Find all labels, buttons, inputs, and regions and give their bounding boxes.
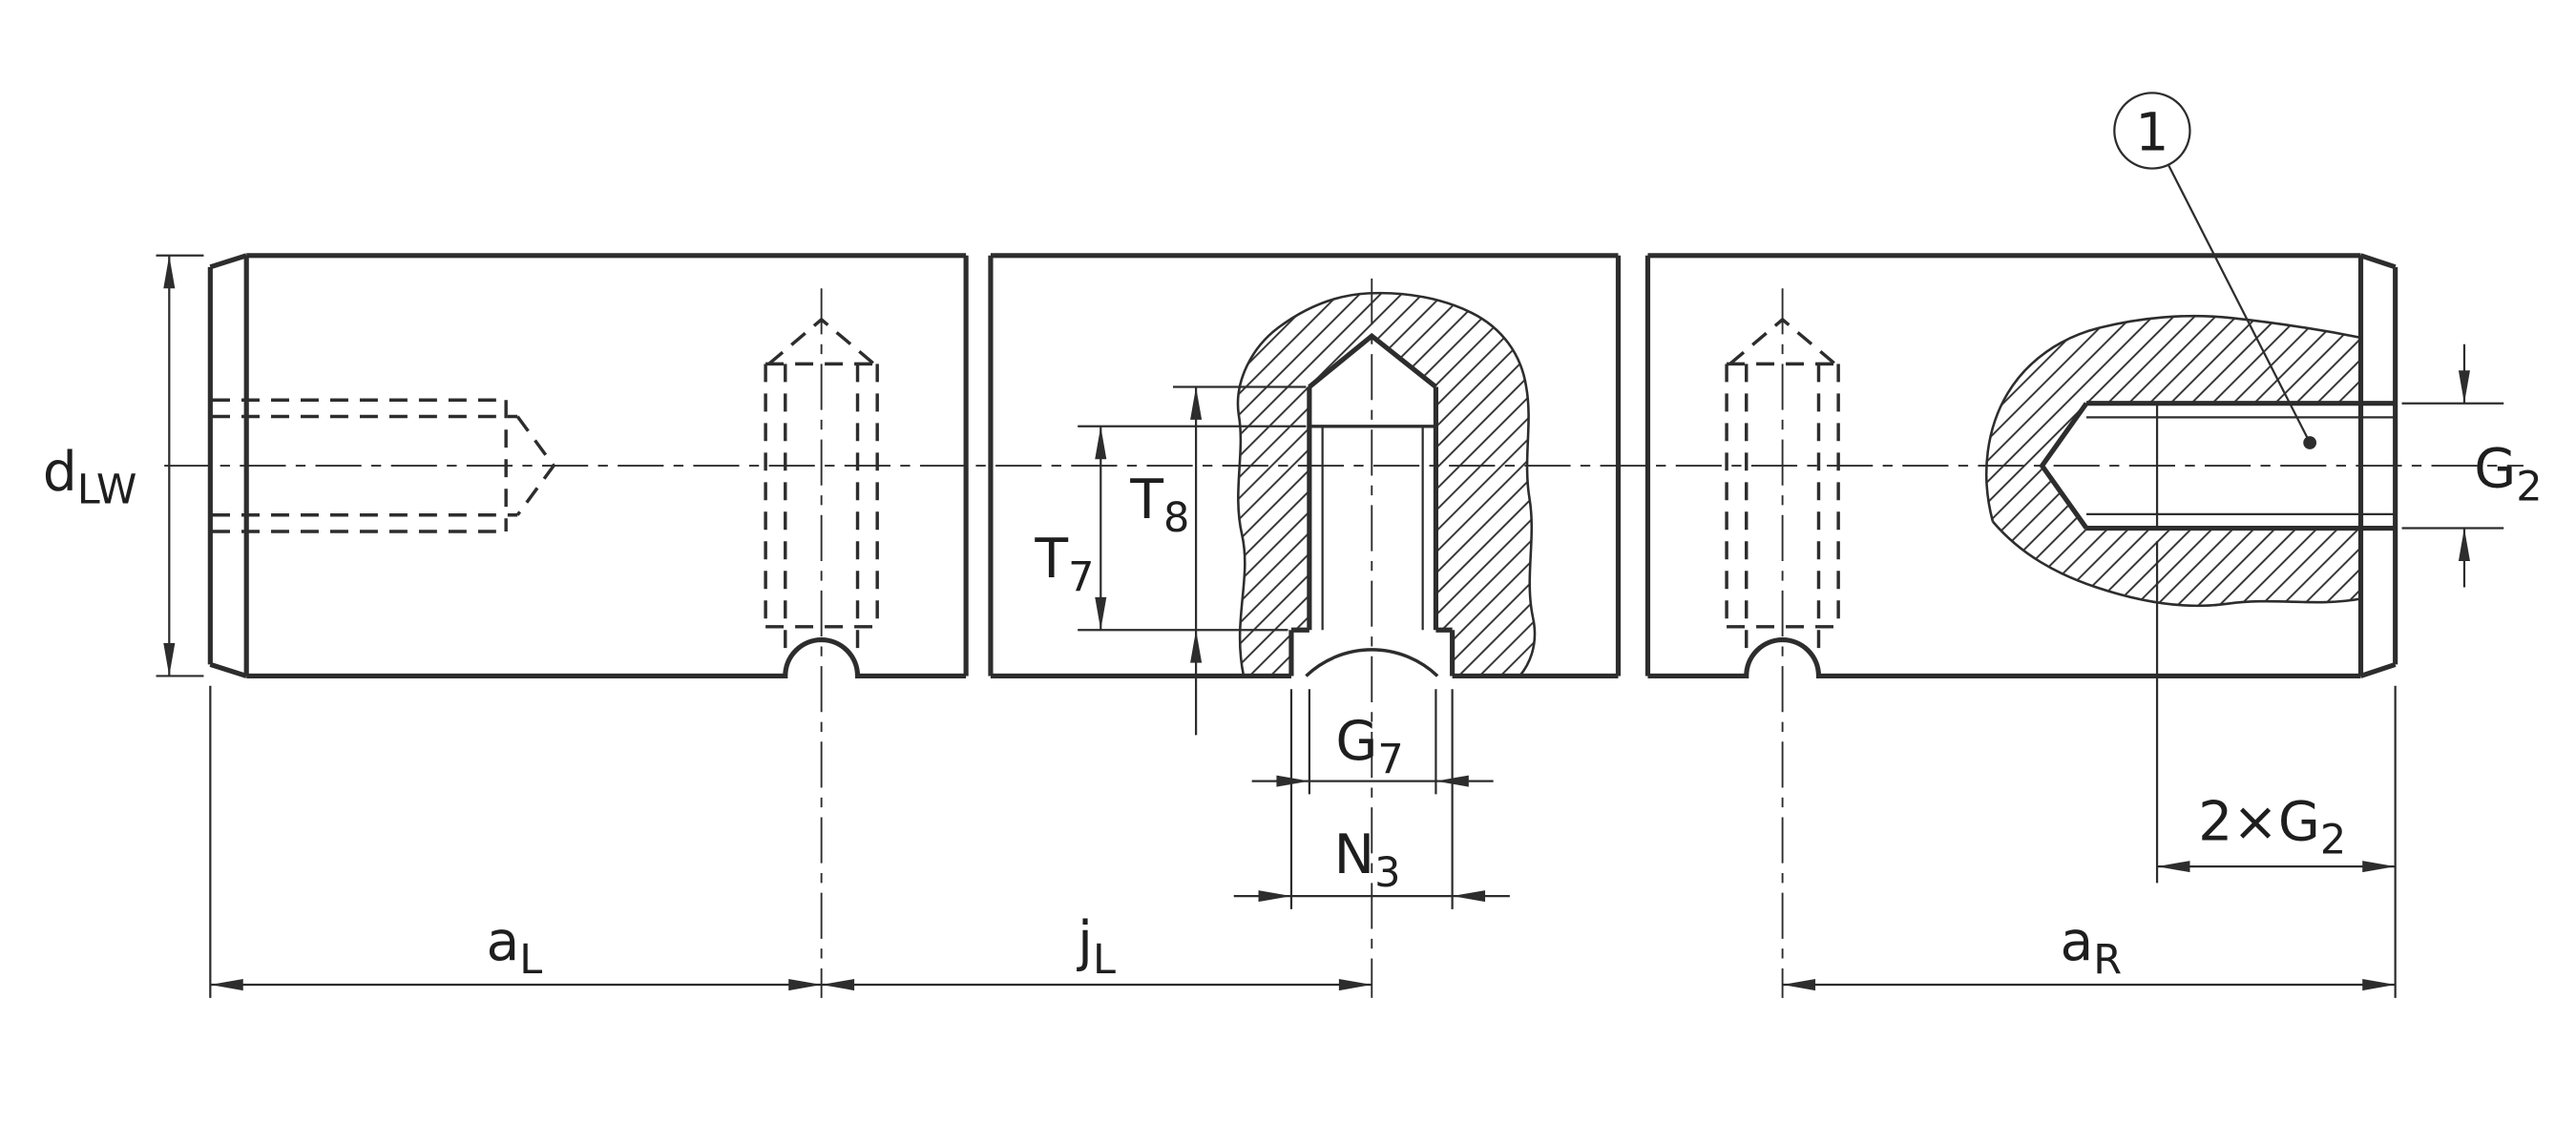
dimension-a-r: aR	[1782, 685, 2397, 998]
leader-dot	[2303, 436, 2317, 449]
radial-hole-mid-section	[1288, 332, 1456, 677]
label-a-l: aL	[487, 910, 543, 984]
label-d-lw: dLW	[43, 441, 137, 514]
dimension-j-l: jL	[821, 910, 1372, 991]
label-j-l: jL	[1076, 910, 1116, 984]
label-a-r: aR	[2061, 910, 2123, 984]
dimension-g2: G2	[2401, 344, 2543, 588]
dimension-n3: N3	[1233, 689, 1510, 909]
balloon-number: 1	[2135, 102, 2168, 163]
label-g7: G7	[1335, 710, 1403, 783]
right-hole-interior	[2042, 403, 2363, 529]
label-t7: T7	[1034, 528, 1094, 601]
dimension-2xg2: 2×G2	[2155, 541, 2396, 884]
label-2xg2: 2×G2	[2198, 791, 2346, 864]
dimension-t7-t8: T7 T8	[1034, 385, 1307, 736]
dimension-a-l: aL	[209, 685, 822, 998]
dimension-g7: G7	[1251, 689, 1494, 795]
label-t8: T8	[1129, 468, 1189, 542]
dimension-d-lw: dLW	[43, 254, 204, 677]
label-g2: G2	[2474, 437, 2542, 510]
balloon-callout: 1	[2113, 92, 2317, 449]
label-n3: N3	[1334, 823, 1401, 897]
